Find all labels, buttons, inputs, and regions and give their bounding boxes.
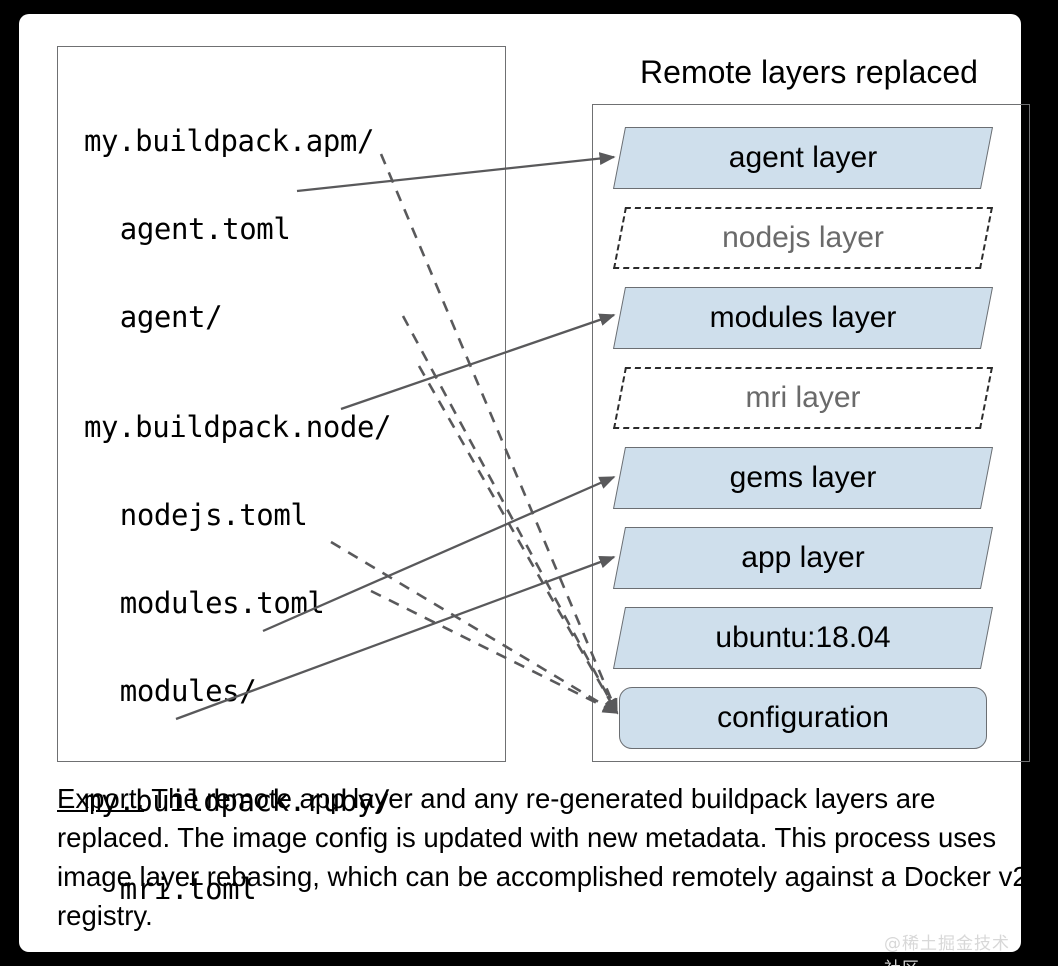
layer-gems[interactable]: gems layer	[612, 447, 994, 509]
tree-line-9: my.buildpack.ruby/	[84, 784, 392, 818]
layer-configuration-label: configuration	[717, 701, 889, 734]
tree-gap-1	[84, 339, 391, 361]
tree-line-5: nodejs.toml	[119, 498, 308, 532]
caption-lead: Export.	[57, 783, 145, 814]
tree-gap-2	[84, 713, 391, 735]
diagram-card: my.buildpack.apm/ agent.toml agent/ my.b…	[19, 14, 1030, 966]
layer-agent[interactable]: agent layer	[612, 127, 994, 189]
caption-body: The remote app layer and any re-generate…	[57, 783, 1028, 931]
tree-line-0: my.buildpack.apm/	[84, 124, 375, 158]
layer-modules[interactable]: modules layer	[612, 287, 994, 349]
tree-line-4: my.buildpack.node/	[84, 410, 392, 444]
tree-line-2: agent/	[119, 300, 223, 334]
tree-line-7: modules/	[119, 674, 257, 708]
layer-app-label: app layer	[741, 541, 865, 574]
layer-modules-label: modules layer	[709, 301, 897, 334]
layer-agent-label: agent layer	[728, 141, 878, 174]
remote-layers-panel: agent layer nodejs layer modules layer m…	[592, 104, 1030, 762]
layer-nodejs[interactable]: nodejs layer	[612, 207, 994, 269]
tree-line-1: agent.toml	[119, 212, 291, 246]
layer-gems-label: gems layer	[729, 461, 877, 494]
layer-ubuntu-label: ubuntu:18.04	[715, 621, 891, 654]
caption: Export. The remote app layer and any re-…	[57, 779, 1032, 935]
remote-layers-title: Remote layers replaced	[640, 54, 978, 90]
layer-nodejs-label: nodejs layer	[722, 221, 884, 254]
tree-line-10: mri.toml	[119, 872, 257, 906]
tree-line-11: gems.toml	[84, 955, 274, 966]
layer-ubuntu[interactable]: ubuntu:18.04	[612, 607, 994, 669]
layer-mri[interactable]: mri layer	[612, 367, 994, 429]
buildpack-output-panel: my.buildpack.apm/ agent.toml agent/ my.b…	[57, 46, 506, 966]
layer-configuration[interactable]: configuration	[619, 687, 987, 749]
layer-app[interactable]: app layer	[612, 527, 994, 589]
layer-mri-label: mri layer	[745, 381, 861, 414]
tree-line-6: modules.toml	[119, 586, 325, 620]
watermark: @稀土掘金技术社区	[884, 934, 1010, 966]
